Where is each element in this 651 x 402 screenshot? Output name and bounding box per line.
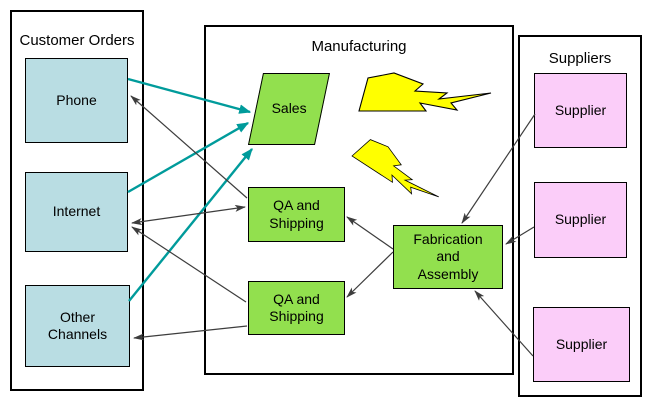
node-sales-label: Sales <box>271 100 307 117</box>
node-internet-label: Internet <box>52 203 101 220</box>
node-qa-shipping-1-label-line1: QA and <box>273 197 320 214</box>
node-qa-shipping-2-label-line1: QA and <box>273 290 320 307</box>
node-fabrication-label-line2: and <box>436 248 460 265</box>
group-manufacturing-title: Manufacturing <box>311 38 407 55</box>
node-other-channels-label-line2: Channels <box>47 326 108 342</box>
node-qa-shipping-1[interactable]: QA and Shipping <box>248 187 345 242</box>
node-phone-label: Phone <box>56 91 97 108</box>
group-customer-orders-title: Customer Orders <box>19 32 135 49</box>
node-fabrication-label-line3: Assembly <box>417 265 479 282</box>
node-other-channels[interactable]: Other Channels <box>25 285 130 367</box>
node-supplier-1[interactable]: Supplier <box>534 73 627 148</box>
group-suppliers-title: Suppliers <box>548 50 612 67</box>
node-fabrication-label-line1: Fabrication <box>413 231 483 248</box>
node-supplier-1-label: Supplier <box>554 101 607 118</box>
node-internet[interactable]: Internet <box>25 172 128 252</box>
node-qa-shipping-1-label-line2: Shipping <box>269 214 324 231</box>
node-other-channels-label-line1: Other <box>59 308 95 325</box>
node-supplier-2-label: Supplier <box>554 211 607 228</box>
node-phone[interactable]: Phone <box>25 58 128 143</box>
node-fabrication-assembly[interactable]: Fabrication and Assembly <box>393 225 503 289</box>
node-qa-shipping-2[interactable]: QA and Shipping <box>248 281 345 335</box>
node-qa-shipping-2-label-line2: Shipping <box>269 308 324 324</box>
node-supplier-3-label: Supplier <box>555 335 608 352</box>
node-supplier-2[interactable]: Supplier <box>534 182 627 258</box>
node-supplier-3[interactable]: Supplier <box>533 307 630 382</box>
